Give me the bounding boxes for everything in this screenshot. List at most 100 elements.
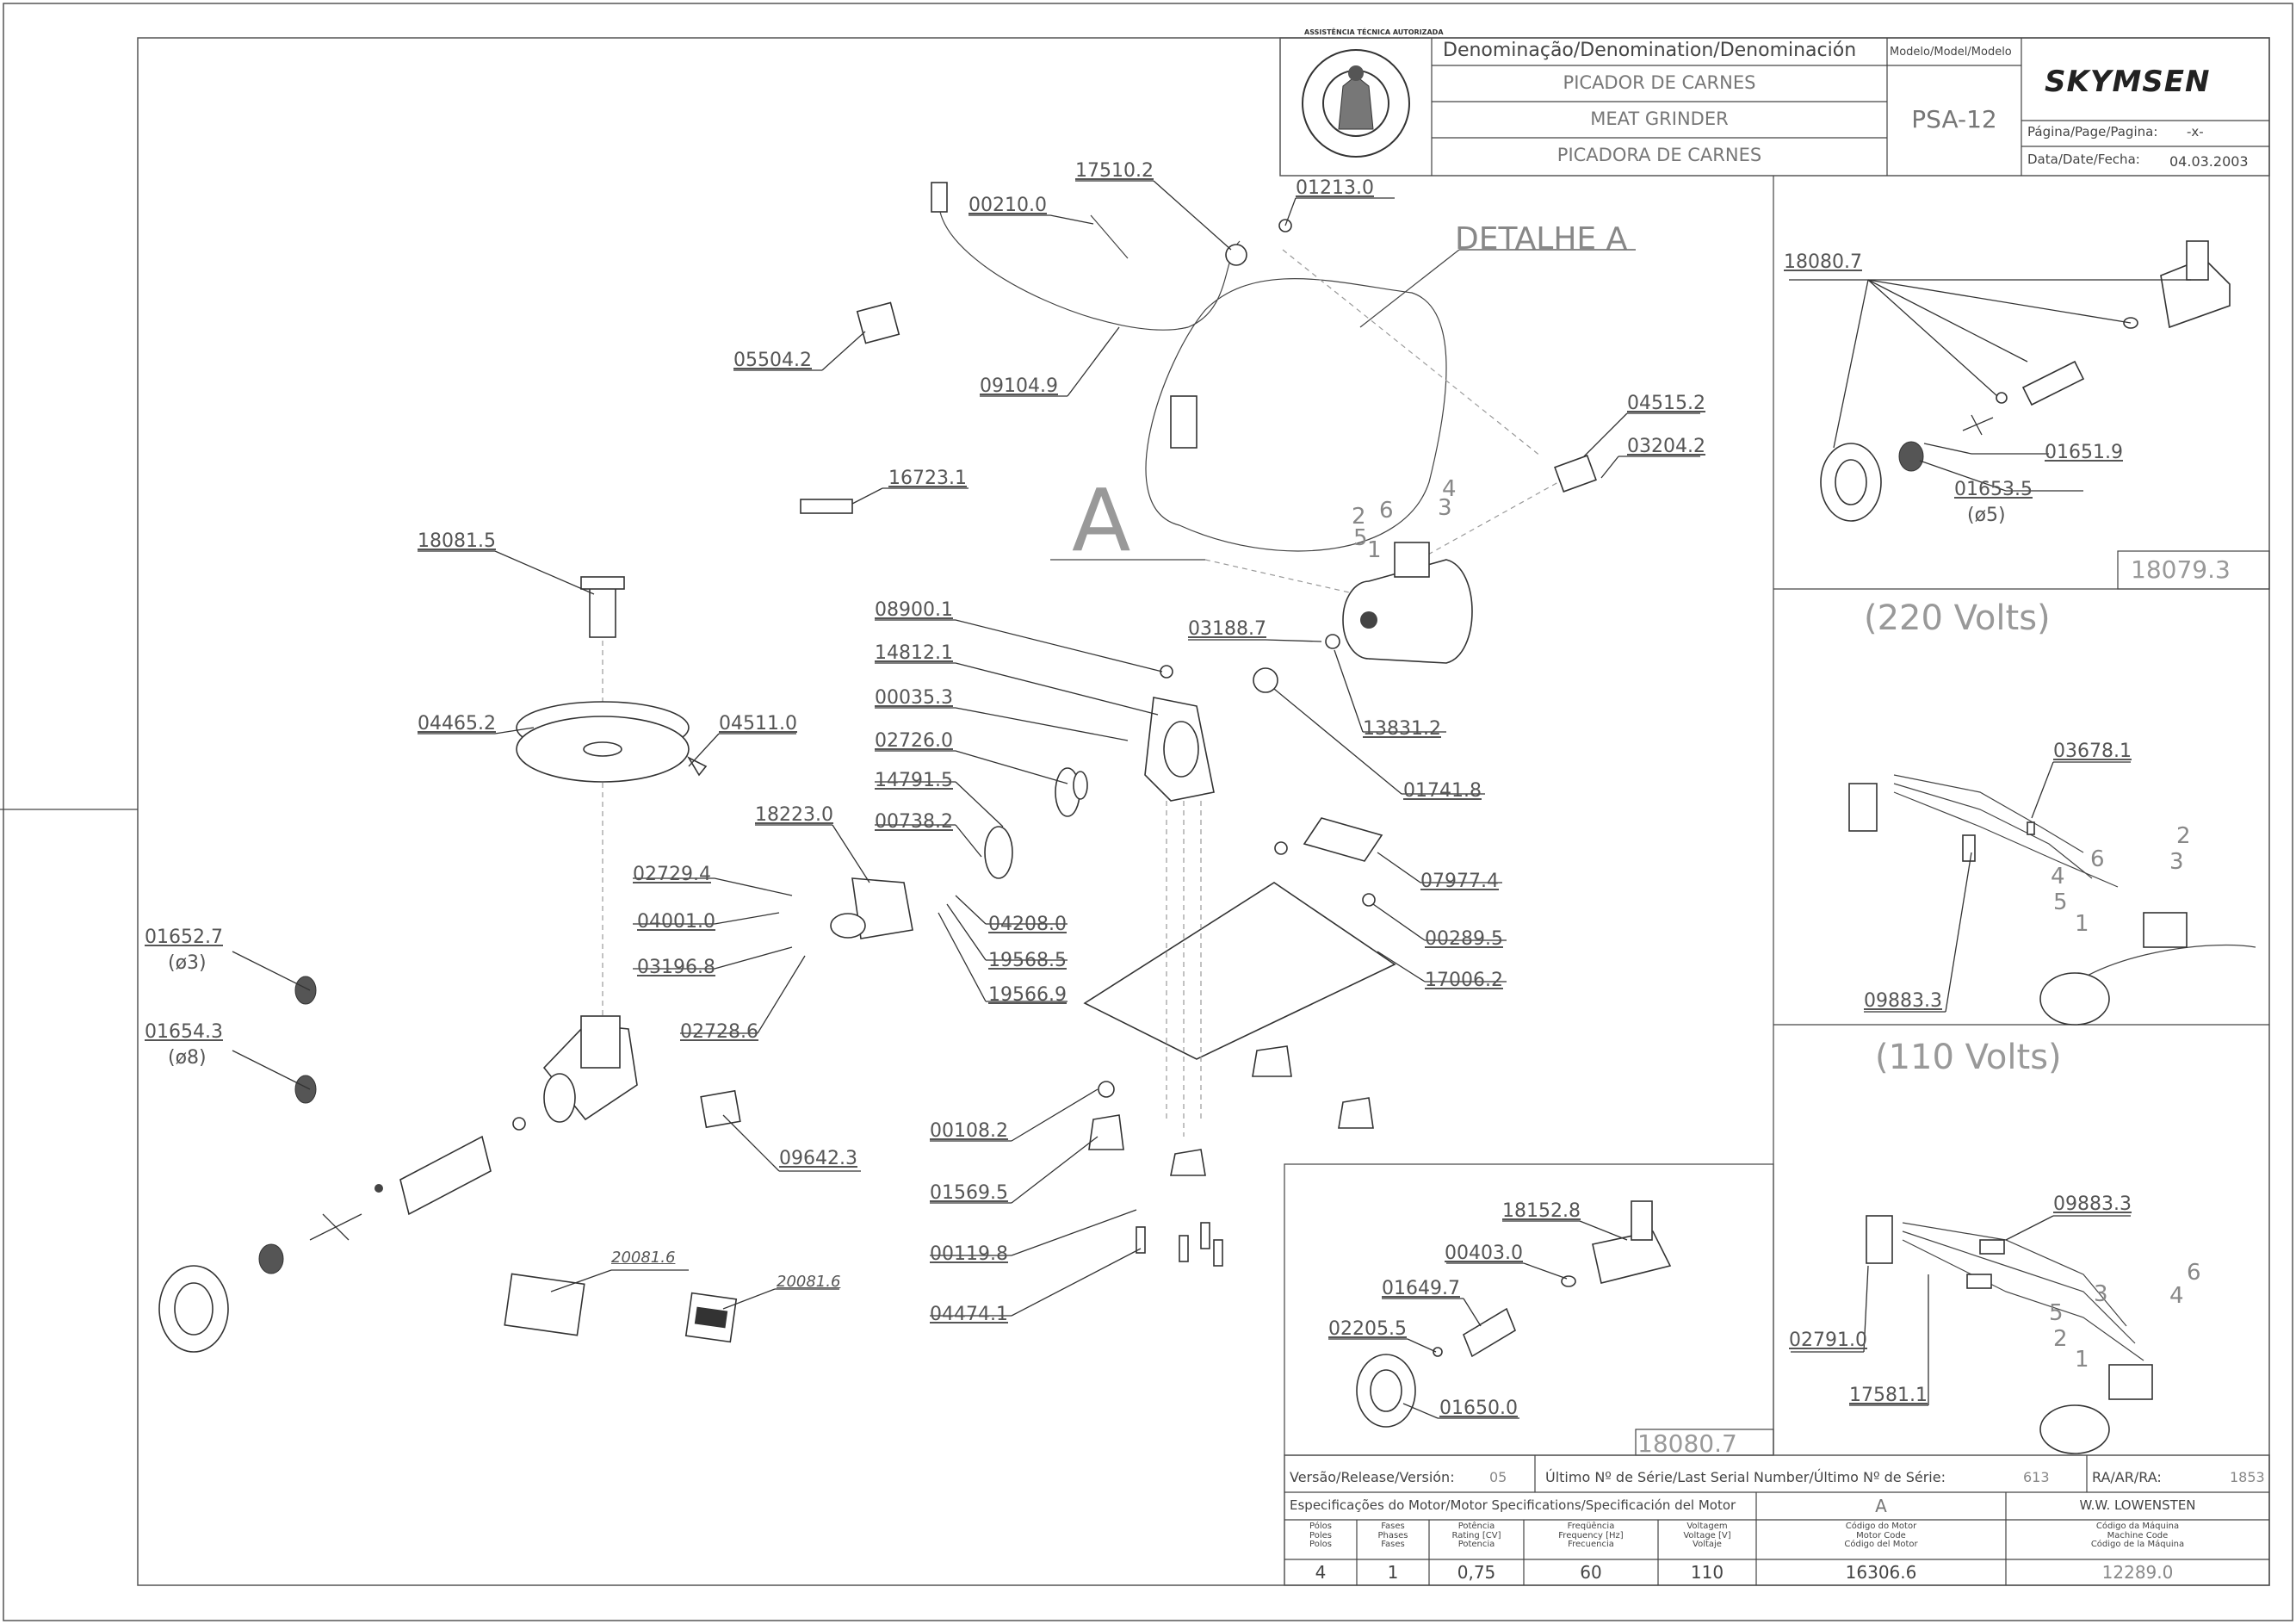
header-line: Voltage [V] — [1683, 1530, 1731, 1540]
header-line: Freqüência — [1567, 1522, 1615, 1531]
header-line: Poles — [1309, 1530, 1332, 1540]
part-label: 00210.0 — [969, 195, 1047, 216]
outer-border — [3, 3, 2293, 1621]
part-note: (ø5) — [1967, 505, 2006, 526]
value-motor-code: 16306.6 — [1845, 1562, 1917, 1583]
header-line: Código do Motor — [1845, 1522, 1917, 1531]
wire-number: 2 — [2176, 823, 2191, 849]
value-machine-code: 12289.0 — [2101, 1562, 2174, 1583]
name-portuguese: PICADOR DE CARNES — [1563, 72, 1756, 93]
part-label: 02729.4 — [633, 864, 711, 885]
header-line: Frequency [Hz] — [1558, 1530, 1624, 1540]
wire-number: 6 — [1379, 498, 1394, 524]
part-label: 17006.2 — [1425, 970, 1503, 991]
wire-number: 3 — [2094, 1281, 2108, 1307]
part-label: 02728.6 — [680, 1021, 758, 1043]
part-label: 01650.0 — [1439, 1398, 1518, 1419]
value-poles: 4 — [1315, 1562, 1327, 1583]
part-label: 04511.0 — [719, 713, 797, 735]
part-label: 20081.6 — [611, 1249, 676, 1267]
brand-logo: SKYMSEN — [2045, 65, 2211, 99]
wire-number: 1 — [2075, 911, 2089, 937]
date-label: Data/Date/Fecha: — [2027, 152, 2140, 167]
part-label: 04001.0 — [637, 911, 715, 933]
header-line: Potência — [1457, 1522, 1495, 1531]
bottom-block-grid — [1284, 1454, 2270, 1586]
header-line: Phases — [1377, 1530, 1408, 1540]
header-line: Fases — [1381, 1522, 1405, 1531]
wire-number: 5 — [2049, 1300, 2064, 1326]
drawing-border — [137, 37, 2270, 1586]
base-plate — [1083, 801, 1396, 1267]
value-voltage: 110 — [1690, 1562, 1724, 1583]
name-spanish: PICADORA DE CARNES — [1556, 145, 1762, 165]
wiring-220v — [1848, 774, 2256, 1026]
part-note: (ø3) — [168, 952, 207, 974]
part-label: 09883.3 — [1864, 990, 1942, 1012]
part-label: 00403.0 — [1445, 1243, 1523, 1264]
wire-number: 1 — [1367, 537, 1382, 563]
seal-emblem — [1302, 49, 1410, 158]
part-label: 00119.8 — [930, 1243, 1008, 1265]
assembly-code: 18079.3 — [2131, 555, 2231, 584]
header-line: Voltaje — [1693, 1540, 1722, 1549]
part-label: 01654.3 — [145, 1021, 223, 1043]
wire-number: 5 — [2053, 889, 2068, 915]
part-label: 03196.8 — [637, 957, 715, 978]
header-line: Motor Code — [1856, 1530, 1906, 1540]
date-value: 04.03.2003 — [2169, 153, 2249, 170]
header-line: Voltagem — [1686, 1522, 1728, 1531]
part-label: 09642.3 — [779, 1148, 857, 1169]
part-label: 09104.9 — [980, 375, 1058, 397]
wire-number: 2 — [2053, 1326, 2068, 1352]
part-label: 14791.5 — [875, 770, 953, 791]
wire-number: 3 — [1438, 495, 1452, 521]
part-label: 03188.7 — [1188, 618, 1266, 640]
part-label: 07977.4 — [1420, 871, 1499, 892]
leader-lines — [232, 180, 2131, 1419]
part-label: 00738.2 — [875, 811, 953, 833]
value-rating: 0,75 — [1457, 1562, 1496, 1583]
part-note: (ø8) — [168, 1047, 207, 1069]
part-label: 01653.5 — [1954, 479, 2033, 500]
motor-spec-label: Especificações do Motor/Motor Specificat… — [1290, 1497, 1736, 1513]
wire-number: 6 — [2090, 846, 2105, 872]
header-line: Machine Code — [2107, 1530, 2169, 1540]
ra-label: RA/AR/RA: — [2092, 1469, 2162, 1485]
part-label: 01741.8 — [1403, 780, 1482, 802]
part-label: 19568.5 — [988, 950, 1067, 971]
part-label: 05504.2 — [733, 350, 812, 371]
wire-number: 4 — [2169, 1283, 2184, 1309]
part-label: 08900.1 — [875, 599, 953, 621]
page-label: Página/Page/Pagina: — [2027, 124, 2158, 139]
model-value: PSA-12 — [1911, 105, 1997, 133]
voltage-110-title: (110 Volts) — [1875, 1038, 2062, 1077]
part-label: 00289.5 — [1425, 928, 1503, 950]
part-label: 00035.3 — [875, 687, 953, 709]
serial-value: 613 — [2023, 1469, 2050, 1485]
page-value: -x- — [2187, 124, 2204, 139]
part-label: 18152.8 — [1502, 1200, 1581, 1222]
wire-number: 4 — [2051, 864, 2065, 889]
part-label: 17581.1 — [1849, 1385, 1928, 1406]
right-panels — [1284, 176, 2270, 1456]
release-value: 05 — [1489, 1469, 1507, 1485]
detail-letter: A — [1072, 470, 1131, 571]
engineer-name: W.W. LOWENSTEN — [2079, 1497, 2196, 1513]
part-label: 18223.0 — [755, 804, 833, 826]
part-label: 18080.7 — [1784, 251, 1862, 273]
voltage-220-title: (220 Volts) — [1864, 598, 2051, 638]
part-label: 01652.7 — [145, 927, 223, 948]
header-line: Fases — [1381, 1540, 1405, 1549]
motor-letter: A — [1875, 1496, 1887, 1516]
part-label: 13831.2 — [1363, 718, 1441, 740]
header-line: Código del Motor — [1844, 1540, 1918, 1549]
part-label: 09883.3 — [2053, 1193, 2132, 1215]
header-line: Código de la Máquina — [2090, 1540, 2185, 1549]
part-label: 02205.5 — [1328, 1318, 1407, 1340]
